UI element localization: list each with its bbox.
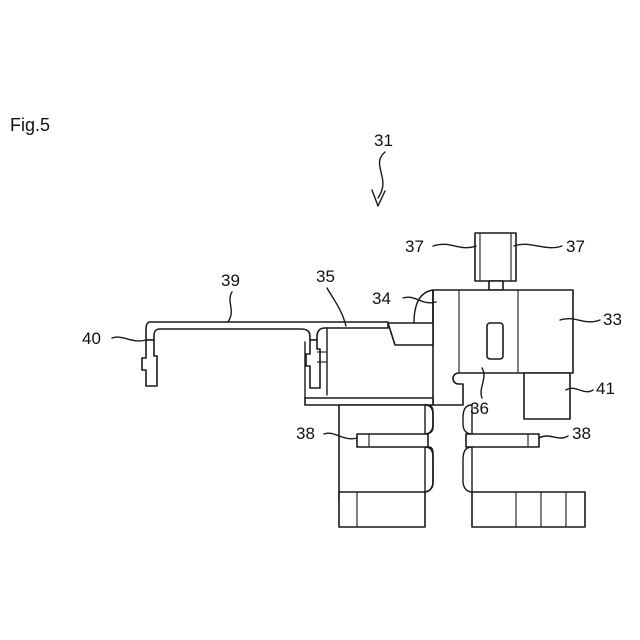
ref-31: 31: [374, 131, 393, 150]
ref-31-arrow: [372, 152, 385, 206]
base-right: [472, 492, 585, 527]
ref-36: 36: [470, 399, 489, 418]
base-left: [339, 492, 425, 527]
collar-38-left: [357, 434, 428, 447]
lower-column: [339, 405, 585, 527]
leader-38-right: [539, 436, 568, 438]
body-34-shoulder: [414, 290, 433, 323]
ref-41: 41: [596, 379, 615, 398]
bracket-39: [142, 322, 433, 405]
leader-39: [228, 292, 232, 322]
ref-38-right: 38: [572, 424, 591, 443]
block-41: [524, 373, 570, 419]
top-cap-37: [475, 233, 516, 290]
ref-35: 35: [316, 267, 335, 286]
leader-37-right: [514, 244, 562, 247]
ref-37-left: 37: [405, 237, 424, 256]
figure-label: Fig.5: [10, 115, 50, 135]
ref-37-right: 37: [566, 237, 585, 256]
ref-40: 40: [82, 329, 101, 348]
ref-33: 33: [603, 310, 622, 329]
ref-38-left: 38: [296, 424, 315, 443]
leader-40: [112, 337, 146, 341]
leader-37-left: [433, 244, 476, 247]
ref-39: 39: [221, 271, 240, 290]
ref-34: 34: [372, 289, 391, 308]
leader-35: [327, 288, 346, 326]
